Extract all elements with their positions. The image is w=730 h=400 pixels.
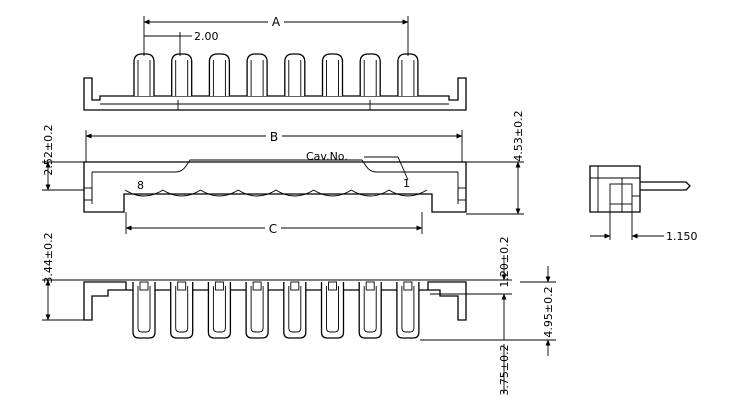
dim-pitch-label: 2.00 [194,30,219,43]
contact-wave [350,189,390,197]
bottom-pin [245,281,269,339]
top-pin [359,53,381,96]
dim-height-total-label: 4.53±0.2 [512,110,525,161]
front-view: B 8 1 Cav.No. C 2.52±0.2 4.53±0.2 [42,110,525,236]
bottom-pin [283,281,307,339]
top-view: A 2.00 [83,14,467,111]
top-pin [246,53,268,96]
dim-pin-tail-label: 3.75±0.2 [498,344,511,395]
bottom-pin [170,281,194,339]
bottom-pin [358,281,382,339]
dim-b-label: B [270,130,278,144]
dim-a-label: A [272,15,281,29]
top-pin [284,53,306,96]
cavity-first-label: 1 [403,177,410,190]
top-pin [171,53,193,96]
side-view: 1.150 [589,165,698,243]
bottom-pin [207,281,232,339]
dim-pin-top-label: 1.20±0.2 [498,236,511,287]
bottom-pin [396,281,420,339]
dim-side-offset-label: 1.150 [666,230,698,243]
contact-wave [162,189,201,197]
bottom-pin [132,281,156,339]
top-pin [397,53,419,96]
bottom-pin [320,281,345,339]
top-pin [321,53,344,96]
contact-wave [388,189,428,197]
top-pin [208,53,231,96]
contact-wave [237,189,277,197]
dim-c-label: C [269,222,277,236]
cavity-last-label: 8 [137,179,144,192]
dim-height-bottom-label: 3.44±0.2 [42,232,55,283]
contact-wave [200,189,239,197]
bottom-view: 3.44±0.2 1.20±0.2 4.95±0.2 3.75±0.2 [42,232,556,396]
dim-height-top-label: 2.52±0.2 [42,124,55,175]
contact-wave [313,189,352,197]
dim-pin-length-label: 4.95±0.2 [542,286,555,337]
top-pin [133,53,155,96]
contact-wave [275,189,315,197]
contact-wave [124,189,164,197]
cavity-number-label: Cav.No. [306,150,348,163]
